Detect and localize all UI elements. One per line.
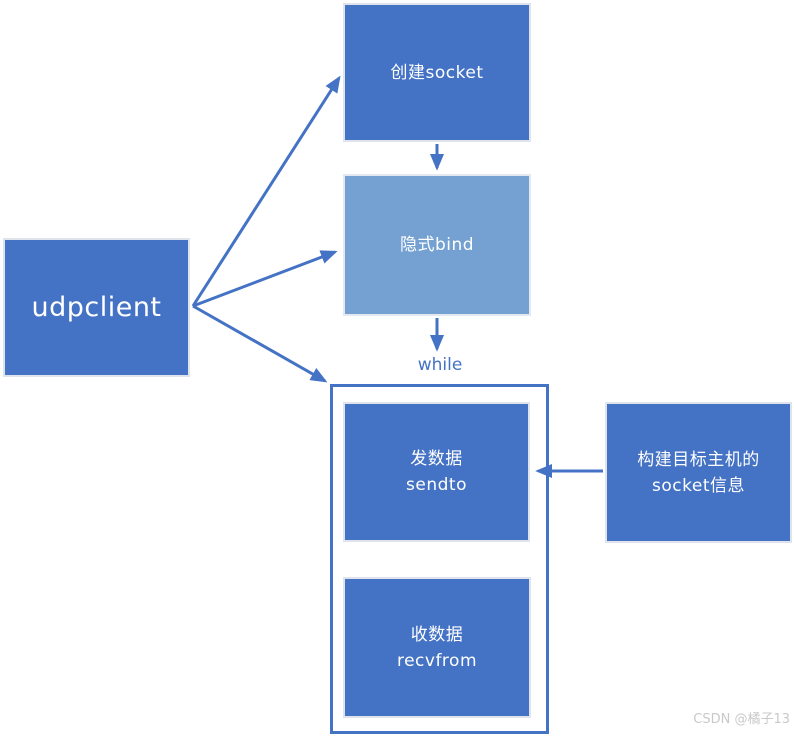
- node-send-data: 发数据 sendto: [343, 402, 530, 542]
- arrow-udpclient-to-implicit-bind: [192, 250, 338, 308]
- node-recv-data: 收数据 recvfrom: [343, 577, 531, 718]
- node-create-socket-label: 创建socket: [390, 62, 484, 83]
- arrow-udpclient-to-while-loop: [192, 304, 328, 383]
- node-implicit-bind-label: 隐式bind: [399, 235, 475, 255]
- csdn-watermark: CSDN @橘子13: [693, 712, 790, 727]
- node-build-socket-info: 构建目标主机的 socket信息: [605, 402, 792, 543]
- node-recv-data-label-line2: recvfrom: [396, 650, 478, 671]
- node-udpclient-label: udpclient: [31, 291, 162, 323]
- while-loop-label: while: [417, 355, 463, 375]
- node-create-socket: 创建socket: [343, 3, 531, 142]
- node-send-data-label-line1: 发数据: [410, 449, 463, 469]
- node-udpclient: udpclient: [3, 238, 190, 377]
- node-build-socket-info-label-line1: 构建目标主机的: [637, 449, 760, 470]
- node-implicit-bind: 隐式bind: [343, 174, 531, 316]
- node-recv-data-label-line1: 收数据: [410, 624, 464, 645]
- node-send-data-label-line2: sendto: [406, 475, 467, 495]
- node-build-socket-info-label-line2: socket信息: [652, 475, 745, 496]
- arrow-udpclient-to-create-socket: [191, 75, 341, 307]
